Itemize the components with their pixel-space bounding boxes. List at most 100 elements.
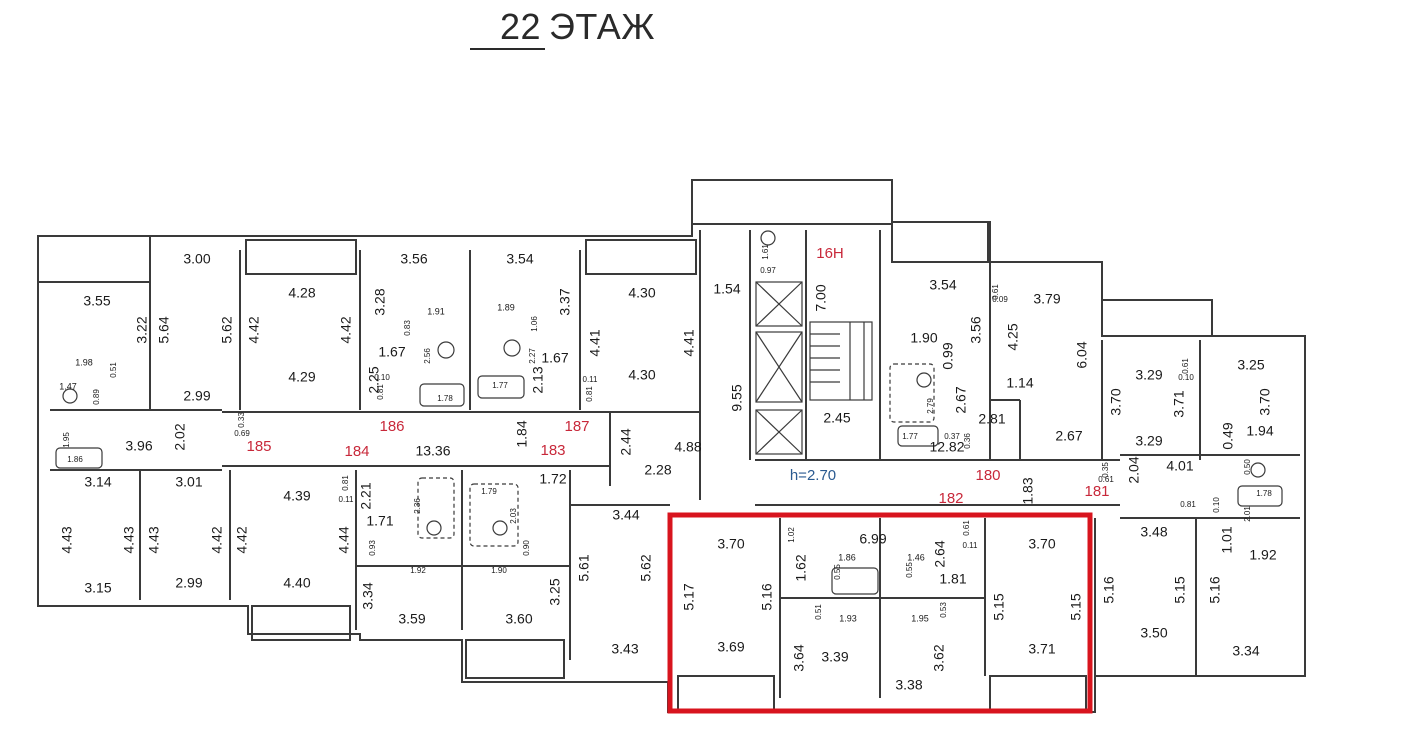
lift-shaft <box>755 409 803 455</box>
dimension-label: 1.72 <box>539 471 566 487</box>
toilet <box>62 388 78 404</box>
dimension-label: 5.15 <box>991 593 1007 620</box>
dimension-label: 0.51 <box>814 604 823 620</box>
balcony <box>891 221 989 263</box>
dimension-label: 3.71 <box>1171 390 1187 417</box>
dimension-label: 1.84 <box>514 420 530 447</box>
dimension-label: 3.64 <box>791 644 807 671</box>
dimension-label: 0.51 <box>109 362 118 378</box>
dimension-label: 0.10 <box>1178 373 1194 382</box>
dimension-label: 4.40 <box>283 575 310 591</box>
dimension-label: 2.79 <box>926 398 935 414</box>
dimension-label: 3.14 <box>84 474 111 490</box>
dimension-label: 2.21 <box>358 482 374 509</box>
dimension-label: 1.77 <box>492 381 508 390</box>
dimension-label: 3.54 <box>506 251 533 267</box>
dimension-label: 1.61 <box>761 244 770 260</box>
dimension-label: 3.71 <box>1028 641 1055 657</box>
dimension-label: 2.25 <box>366 366 382 393</box>
dimension-label: 0.81 <box>376 384 385 400</box>
apartment-number: 180 <box>975 467 1000 484</box>
dimension-label: 5.61 <box>576 554 592 581</box>
bathtub <box>831 567 879 595</box>
dimension-label: 5.16 <box>1207 576 1223 603</box>
dimension-label: 0.50 <box>1243 459 1252 475</box>
dimension-label: 1.92 <box>410 566 426 575</box>
dimension-label: 1.02 <box>787 527 796 543</box>
staircase <box>809 321 873 401</box>
dimension-label: 3.70 <box>1257 388 1273 415</box>
dimension-label: 5.15 <box>1068 593 1084 620</box>
dimension-label: 2.36 <box>413 498 422 514</box>
dimension-label: 3.25 <box>547 578 563 605</box>
dimension-label: 4.42 <box>209 526 225 553</box>
toilet <box>437 341 455 359</box>
dimension-label: 3.70 <box>717 536 744 552</box>
dimension-label: 3.28 <box>372 288 388 315</box>
dimension-label: 0.99 <box>940 342 956 369</box>
dimension-label: 3.79 <box>1033 291 1060 307</box>
toilet <box>426 520 442 536</box>
balcony <box>245 239 357 275</box>
fixtures <box>55 230 1283 595</box>
dimension-label: 0.81 <box>1180 500 1196 509</box>
floor-word: ЭТАЖ <box>549 6 655 47</box>
dimension-label: 1.90 <box>910 330 937 346</box>
dimension-label: 1.95 <box>62 432 71 448</box>
dimension-label: 1.77 <box>902 432 918 441</box>
bathtub <box>55 447 103 469</box>
apartment-number: 16Н <box>816 245 844 262</box>
dimension-label: 12.82 <box>929 439 964 455</box>
dimension-label: 5.17 <box>681 583 697 610</box>
dimension-label: 3.59 <box>398 611 425 627</box>
dimension-label: 5.62 <box>219 316 235 343</box>
dimension-label: 1.93 <box>839 613 857 623</box>
dimension-label: 2.28 <box>644 462 671 478</box>
dimension-label: 3.50 <box>1140 625 1167 641</box>
dimension-label: 1.54 <box>713 281 740 297</box>
balcony <box>677 675 775 713</box>
bathtub <box>469 483 519 547</box>
dimension-label: 4.88 <box>674 439 701 455</box>
apartment-number: 187 <box>564 418 589 435</box>
dimension-label: 3.48 <box>1140 524 1167 540</box>
selected-apartment-frame <box>667 512 1093 714</box>
dimension-label: 7.00 <box>813 284 829 311</box>
dimension-label: 4.39 <box>283 488 310 504</box>
dimension-label: 2.56 <box>423 348 432 364</box>
dimension-label: 0.11 <box>583 375 599 384</box>
dimension-label: 2.02 <box>172 423 188 450</box>
dimension-label: 4.28 <box>288 285 315 301</box>
dimension-label: 2.81 <box>978 411 1005 427</box>
dimension-label: 3.34 <box>1232 643 1259 659</box>
dimension-label: 3.62 <box>931 644 947 671</box>
dimension-label: 2.01 <box>1243 506 1252 522</box>
dimension-label: 4.41 <box>587 329 603 356</box>
dimension-label: 4.43 <box>146 526 162 553</box>
dimension-label: 3.44 <box>612 507 639 523</box>
dimension-label: 0.10 <box>1212 497 1221 513</box>
dimension-label: 0.10 <box>374 373 390 382</box>
dimension-label: 4.42 <box>246 316 262 343</box>
dimension-label: 2.99 <box>183 388 210 404</box>
dimension-label: 1.89 <box>497 302 515 312</box>
dimension-label: 0.90 <box>522 540 531 556</box>
dimension-label: 2.44 <box>618 428 634 455</box>
dimension-label: 5.15 <box>1172 576 1188 603</box>
dimension-label: 0.61 <box>991 284 1000 300</box>
balcony <box>1101 299 1213 337</box>
dimension-label: 4.29 <box>288 369 315 385</box>
dimension-label: 1.98 <box>75 357 93 367</box>
dimension-label: 1.06 <box>530 316 539 332</box>
balcony <box>251 605 351 641</box>
dimension-label: 2.03 <box>509 508 518 524</box>
dimension-label: 5.16 <box>759 583 775 610</box>
toilet <box>503 339 521 357</box>
dimension-label: 0.97 <box>760 266 776 275</box>
dimension-label: 3.96 <box>125 438 152 454</box>
dimension-label: 0.49 <box>1220 422 1236 449</box>
dimension-label: 3.01 <box>175 474 202 490</box>
dimension-label: 6.99 <box>859 531 886 547</box>
dimension-label: 1.86 <box>67 455 83 464</box>
